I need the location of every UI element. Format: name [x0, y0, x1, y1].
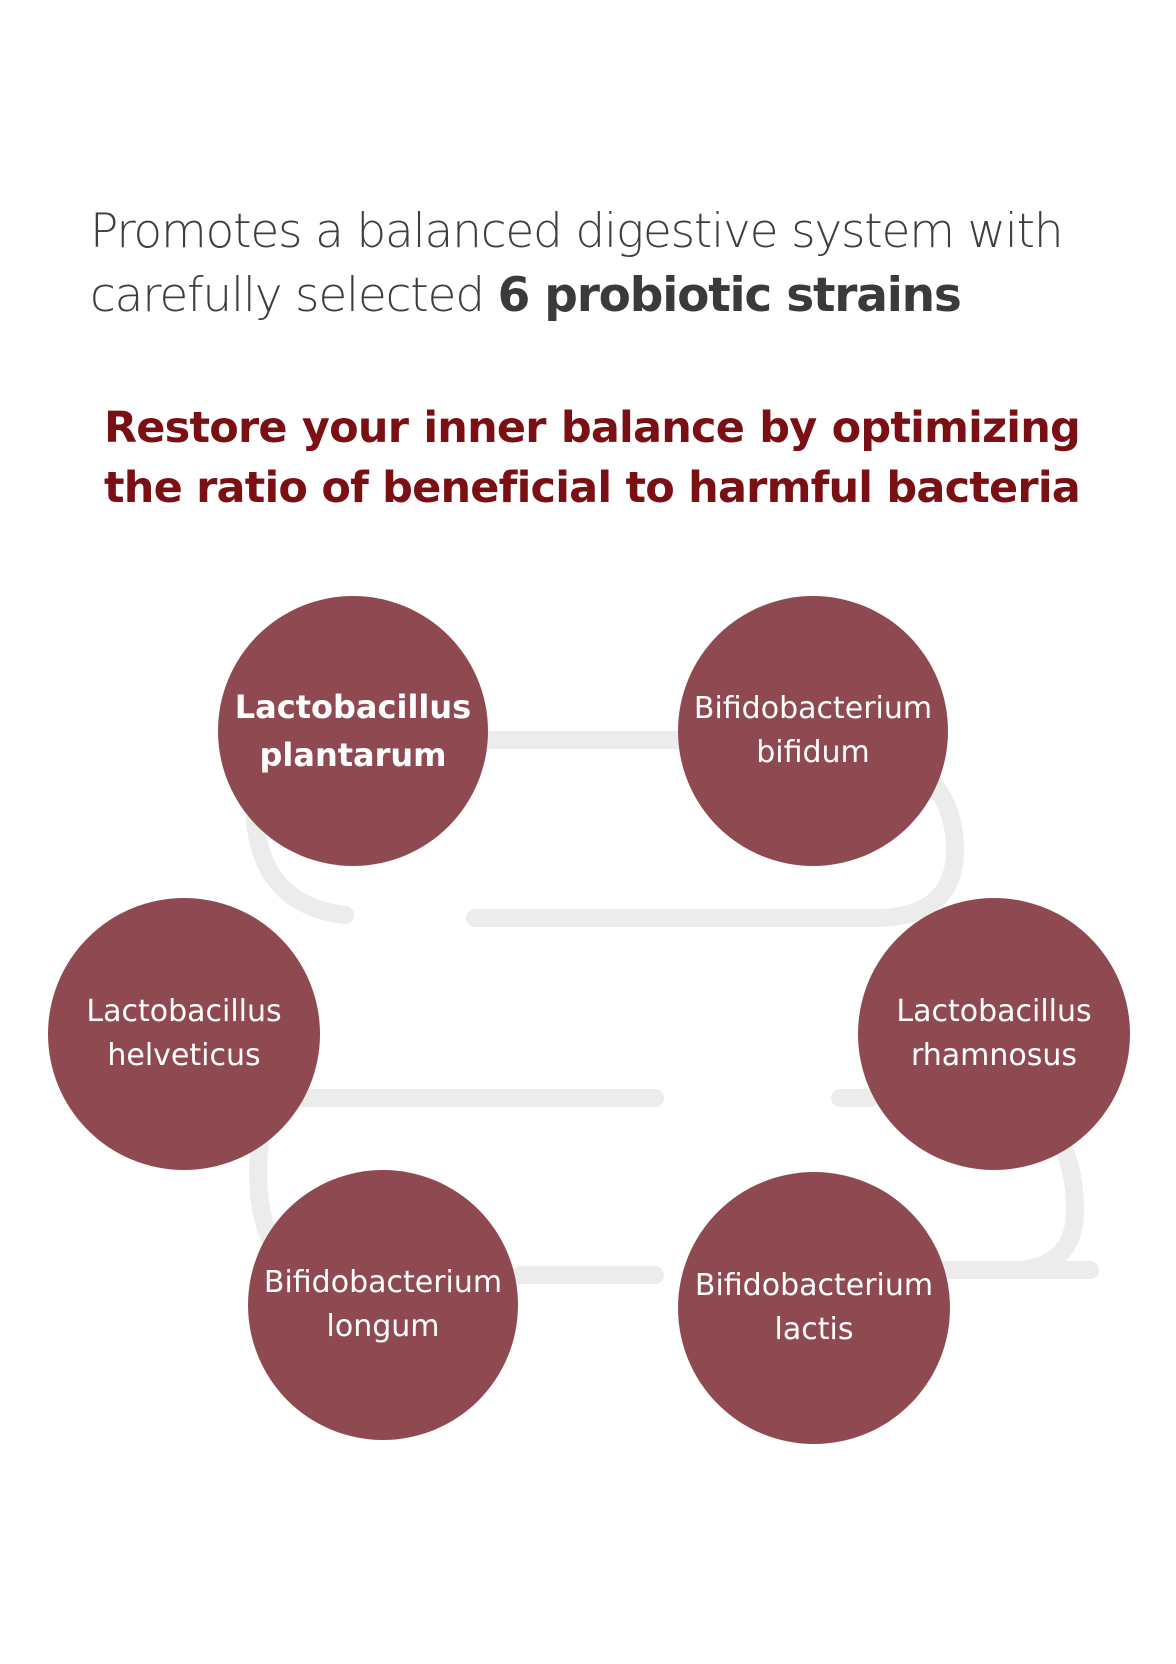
strain-label: Bifidobacterium lactis [694, 1268, 934, 1347]
strain-label: Bifidobacterium longum [263, 1265, 503, 1344]
strain-circle-bifidobacterium-lactis: Bifidobacterium lactis [678, 1172, 950, 1444]
strain-circle-bifidobacterium-bifidum: Bifidobacterium bifidum [678, 596, 948, 866]
strain-label: Lactobacillus helveticus [86, 994, 282, 1073]
strain-circle-lactobacillus-helveticus: Lactobacillus helveticus [48, 898, 320, 1170]
strain-circle-lactobacillus-rhamnosus: Lactobacillus rhamnosus [858, 898, 1130, 1170]
subheadline: Restore your inner balance by optimizing… [104, 403, 1081, 513]
strain-label: Lactobacillus plantarum [234, 688, 472, 774]
headline-highlight: 6 probiotic strains [497, 268, 962, 323]
headline-line-2-prefix: carefully selected [90, 268, 498, 323]
headline-line-1: Promotes a balanced digestive system wit… [90, 204, 1064, 259]
strain-circle-bifidobacterium-longum: Bifidobacterium longum [248, 1170, 518, 1440]
headline: Promotes a balanced digestive system wit… [90, 200, 1130, 328]
strain-circle-lactobacillus-plantarum: Lactobacillus plantarum [218, 596, 488, 866]
strain-label: Lactobacillus rhamnosus [896, 994, 1092, 1073]
strain-label: Bifidobacterium bifidum [693, 691, 933, 770]
